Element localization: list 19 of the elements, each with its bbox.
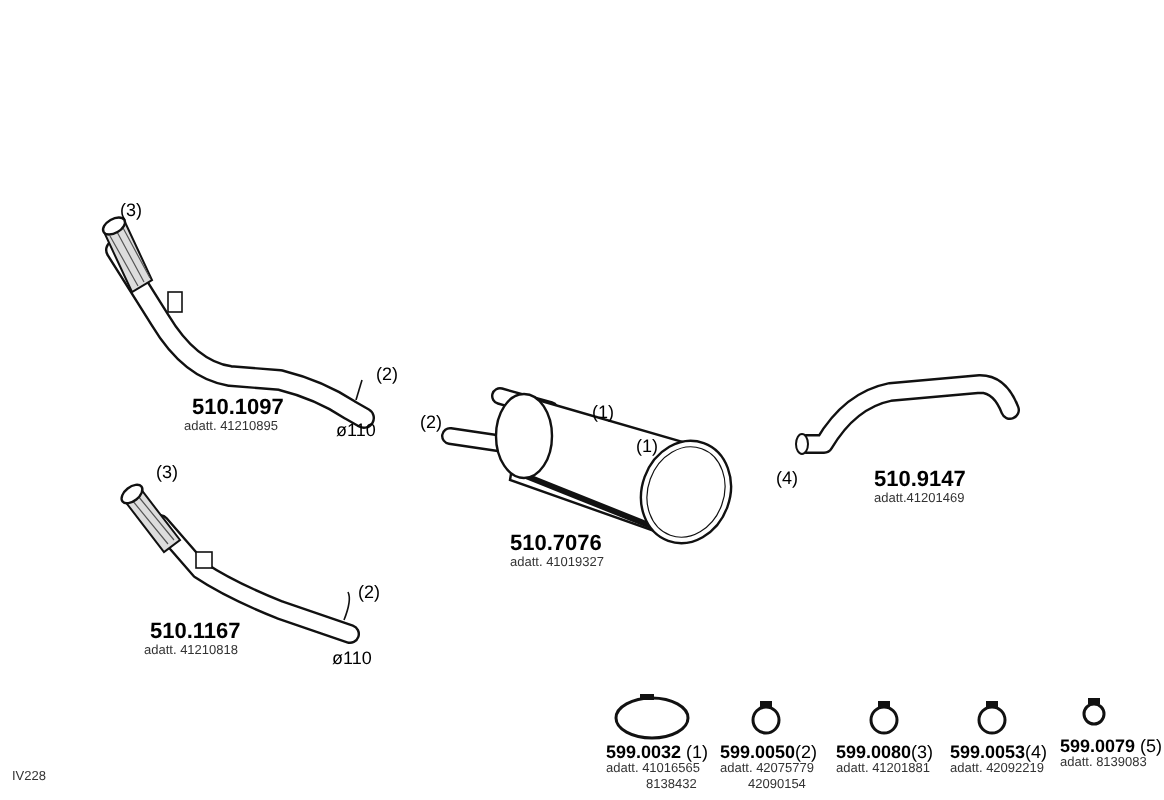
part-number: 599.0080(3)	[836, 744, 934, 762]
callout-number: (1)	[592, 404, 614, 422]
callout-number: (2)	[420, 414, 442, 432]
diameter-label: ø110	[336, 422, 376, 440]
part-number: 510.7076	[510, 534, 602, 556]
part-number: 510.1097	[192, 398, 284, 420]
part-number: 599.0053(4)	[950, 744, 1048, 762]
part-number: 510.9147	[874, 470, 966, 492]
part-number: 599.0050(2)	[720, 744, 818, 762]
part-number: 599.0079 (5)	[1060, 738, 1163, 756]
part-number: 510.1167	[150, 622, 241, 644]
callout-number: (3)	[120, 202, 142, 220]
diameter-label: ø110	[332, 650, 372, 668]
callout-number: (2)	[358, 584, 380, 602]
callout-number: (1)	[636, 438, 658, 456]
callout-number: (2)	[376, 366, 398, 384]
callout-number: (4)	[776, 470, 798, 488]
part-number: 599.0032 (1)	[606, 744, 709, 762]
callout-number: (3)	[156, 464, 178, 482]
